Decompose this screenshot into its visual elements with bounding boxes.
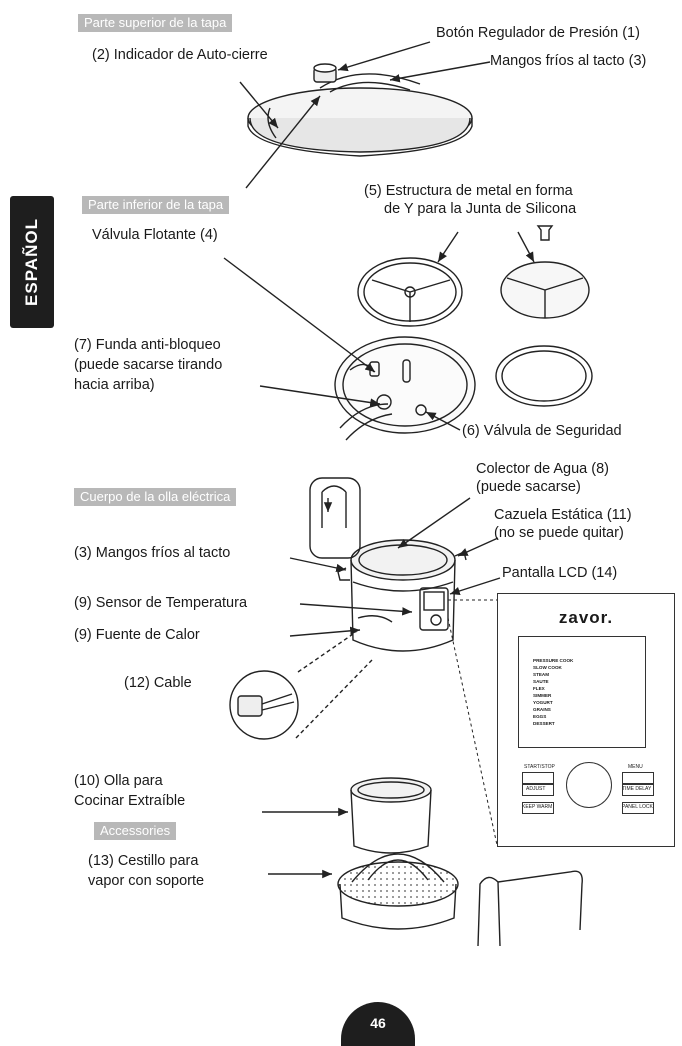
label-float-valve: Válvula Flotante (4) — [92, 226, 218, 244]
panel-lock-button[interactable] — [622, 802, 654, 814]
label-temp-sensor: (9) Sensor de Temperatura — [74, 594, 247, 612]
label-y-frame-line2: de Y para la Junta de Silicona — [384, 200, 576, 218]
label-static-pot-line1: Cazuela Estática (11) — [494, 506, 632, 524]
brand-logo: zavor. — [498, 608, 674, 628]
start-stop-button[interactable] — [522, 772, 554, 784]
inner-pot-drawing — [351, 778, 431, 853]
adjust-button[interactable] — [522, 784, 554, 796]
menu-label: MENU — [628, 764, 643, 771]
label-water-collector-line1: Colector de Agua (8) — [476, 460, 609, 478]
silicone-frame-drawing — [358, 226, 589, 326]
lid-top-drawing — [248, 64, 472, 156]
menu-item: SLOW COOK — [533, 664, 573, 671]
label-steamer-line1: (13) Cestillo para — [88, 852, 198, 870]
menu-item: SIMMER — [533, 692, 573, 699]
label-steamer-line2: vapor con soporte — [88, 872, 204, 890]
control-dial[interactable] — [566, 762, 612, 808]
menu-item: GRAINS — [533, 706, 573, 713]
label-lcd: Pantalla LCD (14) — [502, 564, 617, 582]
label-pressure-button: Botón Regulador de Presión (1) — [436, 24, 640, 42]
menu-item: STEAM — [533, 671, 573, 678]
time-delay-button[interactable] — [622, 784, 654, 796]
label-heat-source: (9) Fuente de Calor — [74, 626, 200, 644]
section-cooker-body: Cuerpo de la olla eléctrica — [74, 488, 236, 506]
menu-item: EGGS — [533, 713, 573, 720]
label-water-collector-line2: (puede sacarse) — [476, 478, 581, 496]
menu-item: YOGURT — [533, 699, 573, 706]
menu-button[interactable] — [622, 772, 654, 784]
label-autolock-indicator: (2) Indicador de Auto-cierre — [92, 46, 268, 64]
section-lid-bottom: Parte inferior de la tapa — [82, 196, 229, 214]
label-cool-handles: Mangos fríos al tacto (3) — [490, 52, 646, 70]
steamer-basket-drawing — [338, 854, 582, 946]
label-static-pot-line2: (no se puede quitar) — [494, 524, 624, 542]
label-cool-handles-body: (3) Mangos fríos al tacto — [74, 544, 230, 562]
cooker-body-drawing — [310, 478, 466, 651]
start-stop-label: START/STOP — [524, 764, 555, 771]
label-safety-valve: (6) Válvula de Seguridad — [462, 422, 622, 440]
menu-item: FLEX — [533, 685, 573, 692]
menu-item: SAUTE — [533, 678, 573, 685]
label-cable: (12) Cable — [124, 674, 192, 692]
label-antiblock-line1: (7) Funda anti-bloqueo — [74, 336, 221, 354]
menu-item: DESSERT — [533, 720, 573, 727]
section-lid-top: Parte superior de la tapa — [78, 14, 232, 32]
menu-item: PRESSURE COOK — [533, 657, 573, 664]
label-inner-pot-line2: Cocinar Extraíble — [74, 792, 185, 810]
lid-bottom-drawing — [335, 337, 475, 440]
label-inner-pot-line1: (10) Olla para — [74, 772, 163, 790]
gasket-drawing — [496, 346, 592, 406]
label-y-frame-line1: (5) Estructura de metal en forma — [364, 182, 573, 200]
page-number: 46 — [341, 1015, 415, 1031]
label-antiblock-line2: (puede sacarse tirando — [74, 356, 222, 374]
label-antiblock-line3: hacia arriba) — [74, 376, 155, 394]
keep-warm-button[interactable] — [522, 802, 554, 814]
cable-drawing — [230, 632, 372, 739]
section-accessories: Accessories — [94, 822, 176, 840]
